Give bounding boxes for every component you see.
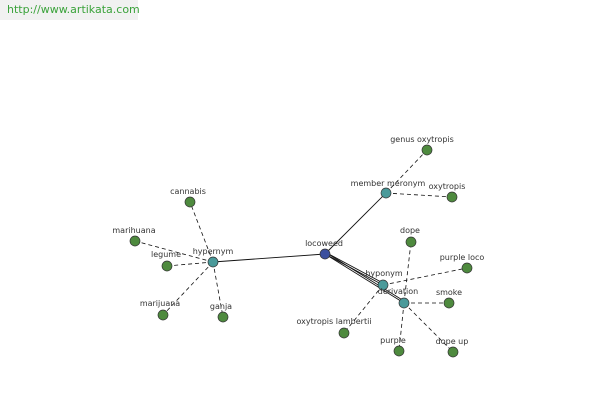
label-oxytropis-lambertii: oxytropis lambertii — [296, 317, 371, 326]
graph-labels: genus oxytropis oxytropis cannabis marihuan… — [112, 135, 484, 346]
node-dope-up[interactable] — [447, 346, 459, 358]
edge-center-hyponym-inner — [324, 251, 384, 284]
label-legume: legume — [151, 250, 181, 259]
edge-center-member-meronym — [324, 192, 387, 255]
edge-hypernym-marijuana — [162, 261, 214, 316]
label-smoke: smoke — [436, 288, 462, 297]
node-hyponym[interactable] — [377, 279, 389, 291]
edge-hypernym-cannabis — [189, 201, 214, 263]
label-locoweed: locoweed — [305, 239, 343, 248]
edge-hyponym-oxytropis-lambertii — [343, 284, 384, 334]
label-genus-oxytropis: genus oxytropis — [390, 135, 454, 144]
node-dope[interactable] — [405, 236, 417, 248]
node-cannabis[interactable] — [184, 196, 196, 208]
edge-derivation-dope — [403, 241, 412, 304]
edge-derivation-dope-up — [403, 302, 454, 353]
label-hyponym: hyponym — [365, 269, 403, 278]
label-marijuana: marijuana — [140, 299, 180, 308]
edge-derivation-purple — [398, 302, 405, 352]
label-cannabis: cannabis — [170, 187, 206, 196]
node-marihuana[interactable] — [129, 235, 141, 247]
label-marihuana: marihuana — [112, 226, 155, 235]
label-dope: dope — [400, 226, 420, 235]
edge-hyponym-purple-loco — [382, 267, 468, 286]
node-purple-loco[interactable] — [461, 262, 473, 274]
label-ganja: ganja — [210, 302, 232, 311]
edge-hypernym-legume — [166, 261, 214, 267]
node-hypernym[interactable] — [207, 256, 219, 268]
edge-member-meronym-genus-oxytropis — [385, 149, 428, 194]
edge-member-meronym-oxytropis — [385, 192, 453, 198]
edge-hypernym-ganja — [212, 261, 224, 318]
label-dope-up: dope up — [436, 337, 469, 346]
label-oxytropis: oxytropis — [429, 182, 466, 191]
graph-nodes — [129, 144, 473, 358]
node-smoke[interactable] — [443, 297, 455, 309]
edge-center-derivation-inner — [324, 251, 405, 302]
site-watermark: http://www.artikata.com — [0, 0, 140, 20]
graph-edges — [134, 149, 468, 353]
label-purple-loco: purple loco — [440, 253, 485, 262]
node-ganja[interactable] — [217, 311, 229, 323]
node-marijuana[interactable] — [157, 309, 169, 321]
label-purple: purple — [380, 336, 406, 345]
label-hypernym: hypernym — [193, 247, 234, 256]
node-purple[interactable] — [393, 345, 405, 357]
edge-center-derivation — [324, 253, 405, 304]
label-member-meronym: member meronym — [351, 179, 426, 188]
node-locoweed[interactable] — [319, 248, 331, 260]
node-oxytropis-lambertii[interactable] — [338, 327, 350, 339]
node-derivation[interactable] — [398, 297, 410, 309]
node-member-meronym[interactable] — [380, 187, 392, 199]
node-legume[interactable] — [161, 260, 173, 272]
label-derivation: derivation — [378, 287, 418, 296]
node-oxytropis[interactable] — [446, 191, 458, 203]
edge-center-hypernym — [212, 253, 326, 263]
node-genus-oxytropis[interactable] — [421, 144, 433, 156]
